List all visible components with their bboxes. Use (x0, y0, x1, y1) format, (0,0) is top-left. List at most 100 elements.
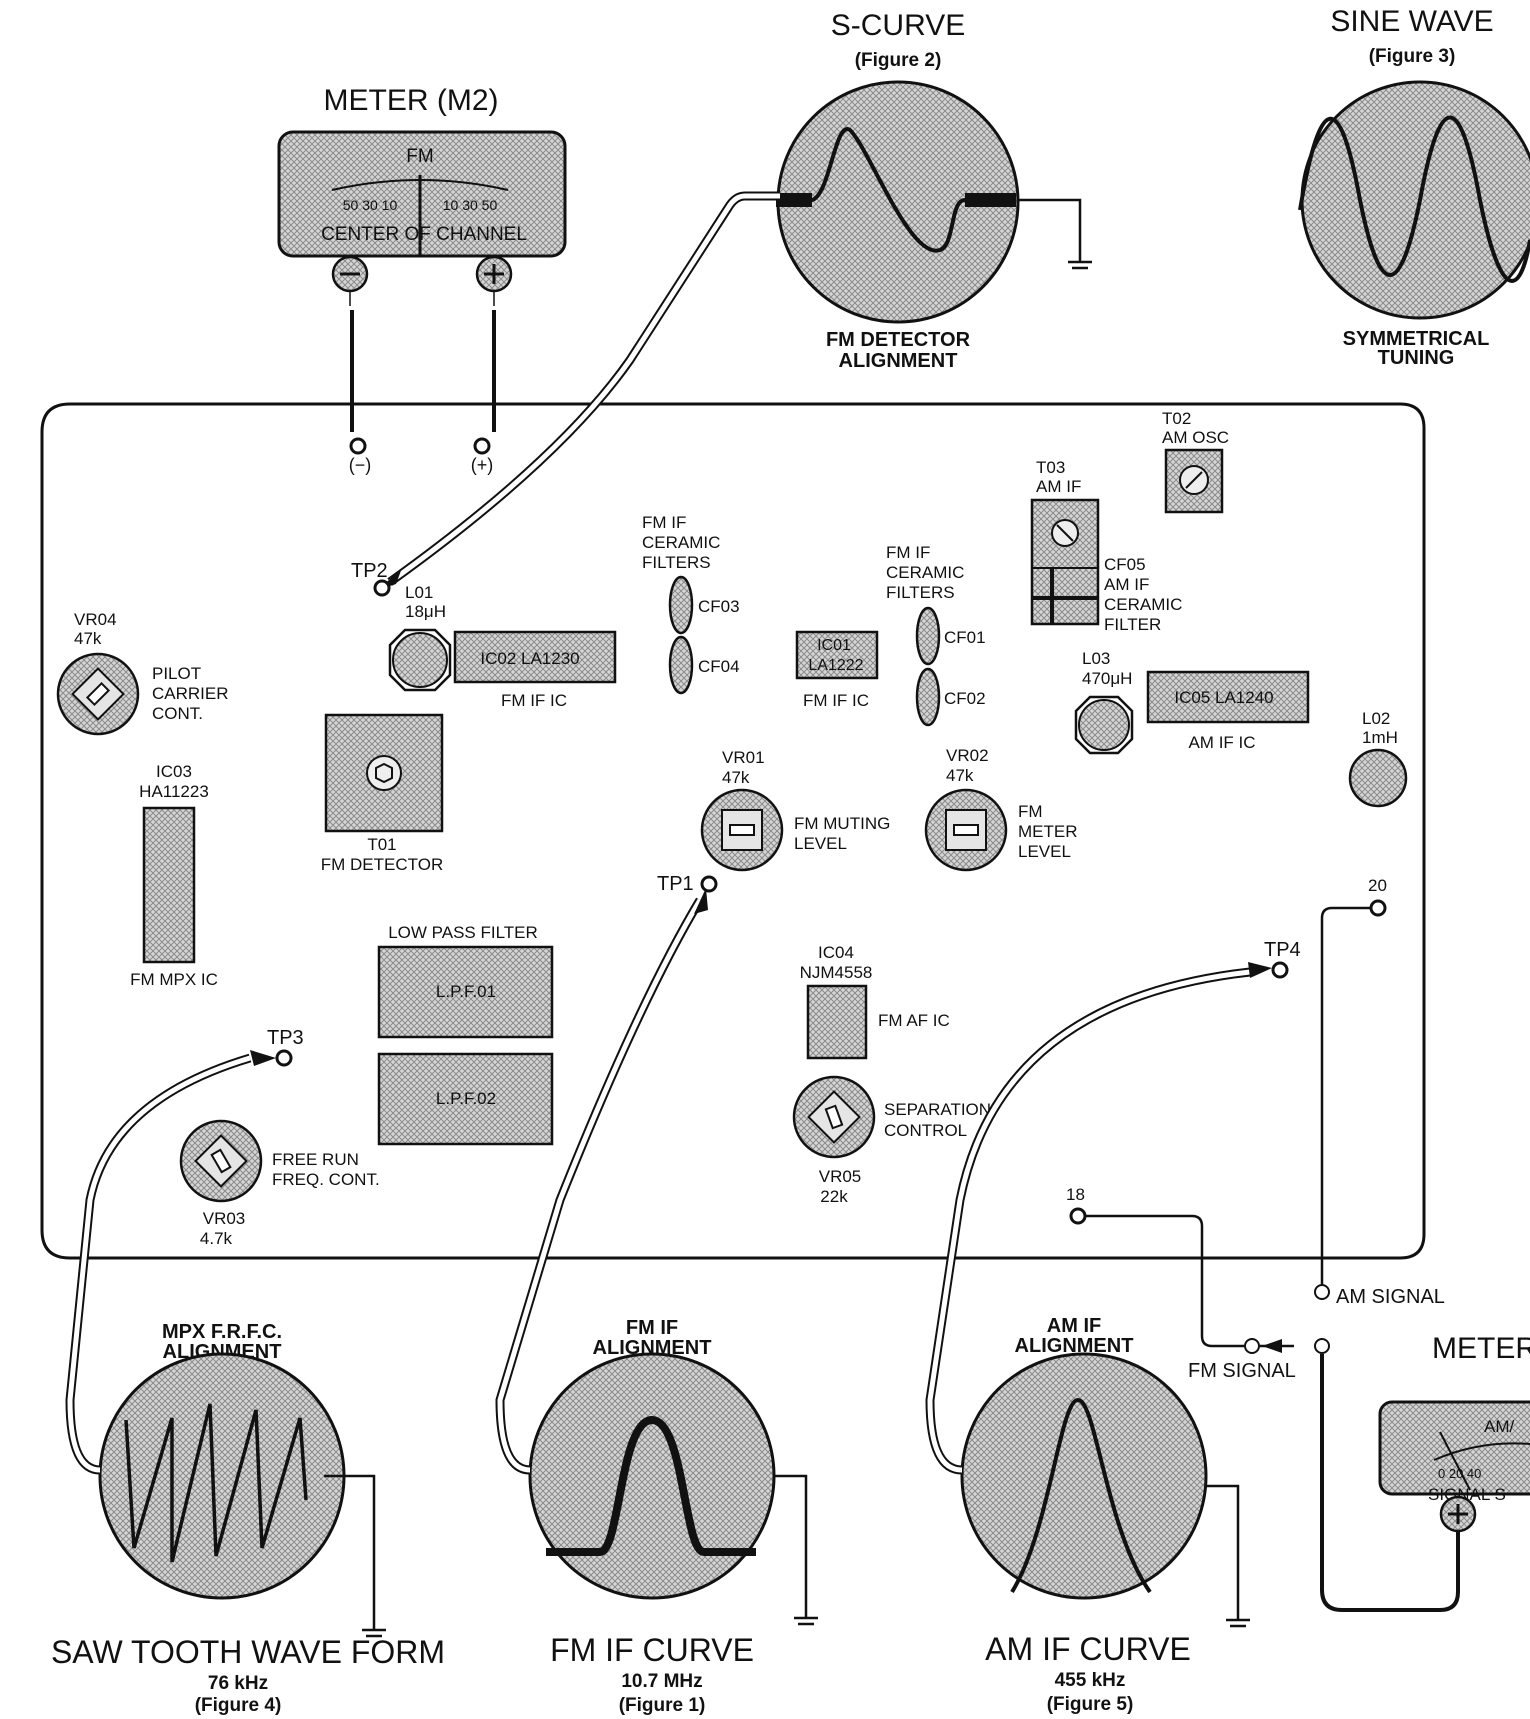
pin-18[interactable] (1069, 1207, 1087, 1225)
meter-am-band: AM/ (1484, 1417, 1515, 1436)
saw-ground-lead (324, 1474, 376, 1630)
trimmer-slot-icon (824, 1104, 844, 1130)
fm-signal-terminal[interactable] (1244, 1338, 1260, 1354)
cf-right-line-3: FILTERS (886, 583, 955, 602)
meter-selector-terminal[interactable] (1314, 1338, 1330, 1354)
lpf01-block[interactable] (377, 945, 554, 1039)
scope-fmif-freq: 10.7 MHz (621, 1671, 702, 1692)
trimmer-slot-icon (210, 1148, 232, 1174)
ic02-chip[interactable]: IC02 LA1230 FM IF IC (453, 630, 617, 710)
cf04-filter[interactable] (668, 635, 694, 695)
lpf01-label: L.P.F.01 (436, 982, 496, 1001)
fm-signal-label: FM SIGNAL (1188, 1360, 1296, 1382)
amif-ground-lead (1206, 1484, 1240, 1620)
vr05-trimmer[interactable]: SEPARATION CONTROL VR05 22k (792, 1075, 991, 1206)
vr03-line-1: FREE RUN (272, 1150, 359, 1169)
t03-body (1030, 498, 1100, 626)
meter-m2-band: FM (406, 146, 433, 167)
ic04-part: NJM4558 (800, 963, 873, 982)
cf01-filter[interactable] (915, 606, 941, 666)
cf03-filter[interactable] (668, 575, 694, 635)
plus-test-point (473, 437, 491, 455)
fmif-ground-lead (774, 1474, 808, 1618)
fm-if-ceramic-filters-right: FM IF CERAMIC FILTERS CF01 CF02 (886, 543, 986, 727)
vr01-line-2: LEVEL (794, 834, 847, 853)
t01-transformer[interactable]: T01 FM DETECTOR (321, 713, 444, 874)
vr01-trimmer[interactable]: VR01 47k FM MUTING LEVEL (700, 748, 890, 872)
vr03-trimmer[interactable]: FREE RUN FREQ. CONT. VR03 4.7k (179, 1119, 380, 1248)
vr05-line-1: SEPARATION (884, 1100, 991, 1119)
meter-m2-scale-right: 10 30 50 (443, 197, 498, 213)
cable-inner (927, 969, 1251, 1473)
l02-coil[interactable]: L02 1mH (1348, 709, 1408, 808)
cf-right-line-2: CERAMIC (886, 563, 964, 582)
l03-coil[interactable]: L03 470μH (1074, 649, 1134, 755)
vr04-trimmer[interactable]: VR04 47k PILOT CARRIER CONT. (56, 610, 229, 736)
cf05-line-1: CF05 (1104, 555, 1146, 574)
vr02-line-2: METER (1018, 822, 1078, 841)
l01-coil[interactable]: L01 18μH (388, 583, 452, 692)
scope-s-curve-figure: (Figure 2) (855, 50, 942, 71)
trimmer-icon (945, 809, 987, 851)
ic01-chip[interactable]: IC01 LA1222 FM IF IC (795, 630, 879, 710)
vr02-name: VR02 (946, 746, 989, 765)
ic05-chip[interactable]: IC05 LA1240 AM IF IC (1146, 670, 1310, 752)
meter-am-title: METER (1432, 1332, 1530, 1365)
minus-test-point (349, 437, 367, 455)
scope-saw-title: SAW TOOTH WAVE FORM (51, 1634, 445, 1670)
pin-18-label: 18 (1066, 1185, 1085, 1204)
t01-name: T01 (367, 835, 396, 854)
l01-value: 18μH (405, 602, 446, 621)
am-signal-terminal[interactable] (1314, 1284, 1330, 1300)
ic05-name: IC05 LA1240 (1174, 688, 1273, 707)
scope-sine-wave: SINE WAVE (Figure 3) SYMMETRICAL TUNING (1298, 5, 1530, 369)
t02-oscillator-coil[interactable]: T02 AM OSC (1162, 409, 1229, 514)
t01-label: FM DETECTOR (321, 855, 443, 874)
pin-20[interactable] (1369, 899, 1387, 917)
ground-icon (1068, 260, 1092, 270)
tp3-test-point[interactable] (275, 1049, 293, 1067)
tp4-test-point[interactable] (1271, 961, 1289, 979)
cf02-filter[interactable] (915, 667, 941, 727)
screw-slot (1056, 524, 1074, 542)
ic03-chip[interactable]: IC03 HA11223 FM MPX IC (130, 762, 218, 989)
scope-amif-title: AM IF CURVE (985, 1631, 1191, 1667)
am-if-waveform (1010, 1397, 1152, 1594)
scope-amif-freq: 455 kHz (1055, 1670, 1126, 1691)
cf04-label: CF04 (698, 657, 740, 676)
fm-signal-wire (1086, 1214, 1244, 1348)
coil-core (1078, 699, 1130, 751)
t03-transformer[interactable]: T03 AM IF (1030, 458, 1100, 626)
tp2-label: TP2 (351, 560, 388, 582)
plus-icon (484, 264, 504, 284)
sawtooth-waveform (124, 1403, 308, 1563)
ic02-label: FM IF IC (501, 691, 567, 710)
ic03-body (142, 806, 196, 964)
meter-am-face (1378, 1400, 1530, 1496)
tp3-label: TP3 (267, 1027, 304, 1049)
lpf02-block[interactable] (377, 1052, 554, 1146)
vr02-trimmer[interactable]: VR02 47k FM METER LEVEL (924, 746, 1078, 872)
trimmer-slot-icon (729, 824, 755, 836)
meter-am: METER AM/ 0 20 40 SIGNAL S (1378, 1332, 1530, 1533)
ground-icon (1226, 1618, 1250, 1628)
t03-label: AM IF (1036, 477, 1081, 496)
l01-name: L01 (405, 583, 433, 602)
tp1-test-point[interactable] (700, 875, 718, 893)
am-signal-label: AM SIGNAL (1336, 1286, 1445, 1308)
lpf-title: LOW PASS FILTER (388, 923, 538, 942)
vr04-value: 47k (74, 629, 102, 648)
scope-amif-caption-2: ALIGNMENT (1015, 1335, 1134, 1357)
vr01-value: 47k (722, 768, 750, 787)
minus-label: (−) (349, 455, 372, 475)
plus-icon (1448, 1504, 1468, 1524)
ic02-body (453, 630, 617, 684)
tp2-test-point[interactable] (373, 579, 391, 597)
ic04-chip[interactable]: IC04 NJM4558 FM AF IC (800, 943, 950, 1060)
scope-s-curve-caption-1: FM DETECTOR (826, 329, 971, 351)
cf05-filter: CF05 AM IF CERAMIC FILTER (1104, 555, 1182, 634)
scope-sine-title: SINE WAVE (1330, 5, 1493, 38)
vr05-line-2: CONTROL (884, 1121, 967, 1140)
cf02-label: CF02 (944, 689, 986, 708)
